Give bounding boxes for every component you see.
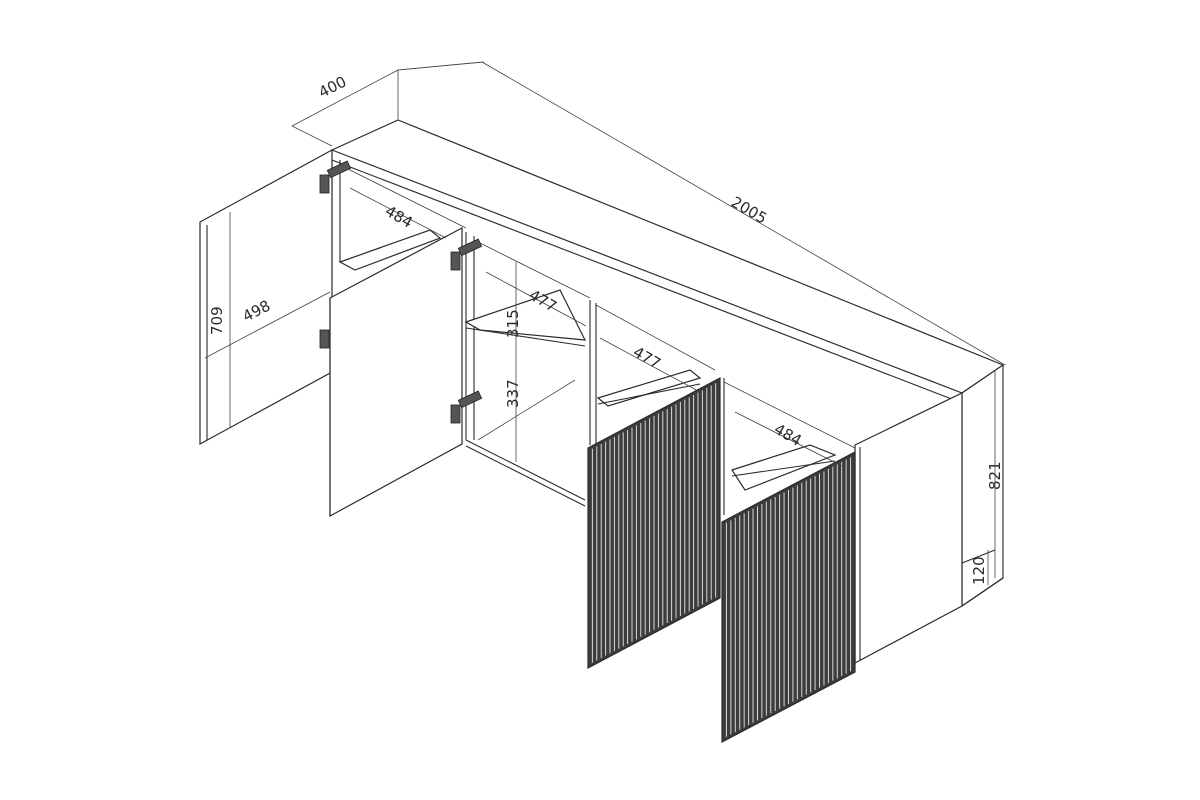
door-left-inner[interactable] <box>329 227 463 518</box>
shelf-right <box>731 444 837 491</box>
dimension-lines <box>204 61 1006 585</box>
dim-width: 2005 <box>728 193 770 228</box>
dim-depth: 400 <box>316 73 350 102</box>
door-left-outer[interactable] <box>199 148 333 446</box>
hinge-icon <box>319 329 330 349</box>
shelf-left <box>338 229 442 271</box>
hinge-icon <box>450 238 483 271</box>
doors <box>199 148 856 743</box>
hinge-icon <box>319 160 352 194</box>
dim-height: 821 <box>986 461 1004 490</box>
hinge-icon <box>450 390 483 424</box>
shelves <box>338 229 837 491</box>
dim-upper-compartment: 315 <box>504 309 522 338</box>
dim-shelf-left: 484 <box>382 202 416 232</box>
shelf-middle-right <box>596 369 702 407</box>
dim-shelf-right: 484 <box>771 420 805 450</box>
dim-shelf-middle-bottom: 477 <box>630 343 664 373</box>
right-end-face <box>854 392 963 664</box>
dim-lower-compartment: 337 <box>504 379 522 408</box>
slats-middle <box>591 383 717 663</box>
shelf-middle-left <box>464 289 587 341</box>
slats-right <box>725 457 852 737</box>
hinges <box>319 160 483 424</box>
dim-plinth: 120 <box>970 556 988 585</box>
dim-door-height: 709 <box>208 306 226 335</box>
